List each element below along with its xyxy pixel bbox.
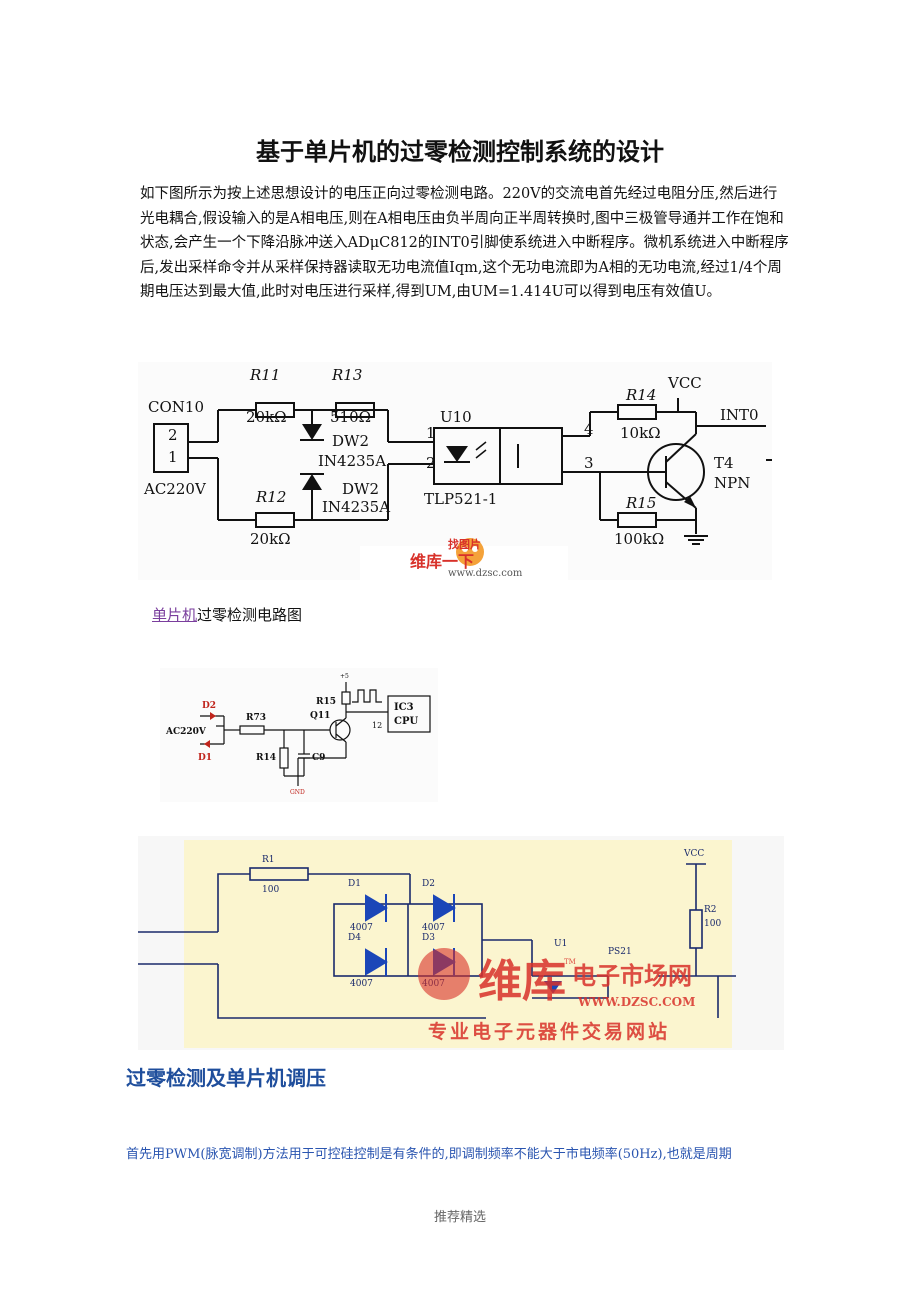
u10-pin3: 3 (584, 454, 594, 472)
section-heading: 过零检测及单片机调压 (126, 1066, 326, 1090)
r1-label: R1 (262, 855, 275, 865)
r12-label: R12 (255, 488, 286, 506)
watermark-url: WWW.DZSC.COM (577, 995, 695, 1009)
fig3-d4-label: D4 (348, 933, 361, 943)
q11-label: Q11 (310, 711, 330, 721)
u10-pin1: 1 (426, 424, 436, 442)
d1-value: 4007 (350, 923, 373, 933)
bridge-opto-circuit-figure: R1 100 D1 D2 D4 D3 4007 4007 4007 4007 U… (138, 836, 784, 1050)
figure-caption: 单片机过零检测电路图 (152, 604, 302, 625)
c9-label: C9 (312, 753, 325, 763)
d4-value: 4007 (350, 979, 373, 989)
con10-label: CON10 (148, 398, 204, 416)
dw2-a-part: IN4235A (318, 452, 386, 470)
zero-cross-circuit-figure: CON10 2 1 AC220V R11 20kΩ R12 20kΩ R13 5… (138, 362, 772, 580)
r14-label: R14 (625, 386, 656, 404)
mcu-link[interactable]: 单片机 (152, 606, 198, 624)
ic3-label: IC3 (394, 702, 414, 713)
fig3-d3-label: D3 (422, 933, 435, 943)
dzsc-market-watermark: 维库 电子市场网 TM WWW.DZSC.COM 专业电子元器件交易网站 (418, 948, 695, 1043)
watermark-top-text: 找图片 (448, 537, 481, 551)
watermark-market: 电子市场网 (572, 961, 692, 990)
r13-value: 510Ω (330, 408, 371, 426)
fig3-d1-label: D1 (348, 879, 361, 889)
pin1-label: 1 (168, 448, 178, 466)
u10-label: U10 (440, 408, 472, 426)
plus5-label: +5 (340, 673, 349, 680)
section-paragraph: 首先用PWM(脉宽调制)方法用于可控硅控制是有条件的,即调制频率不能大于市电频率… (126, 1147, 732, 1162)
pin12-label: 12 (372, 721, 382, 730)
npn-label: NPN (714, 474, 750, 492)
cpu-zero-cross-schematic: D2 AC220V D1 R73 R14 C9 R15 Q11 IC3 CPU … (160, 668, 438, 802)
dw2-b-label: DW2 (342, 480, 379, 498)
dzsc-watermark-logo: 找图片 维库一下 www.dzsc.com (360, 537, 568, 580)
r15-small-label: R15 (316, 697, 336, 707)
r12-value: 20kΩ (250, 530, 291, 548)
d2-label: D2 (202, 701, 216, 711)
u10-pin4: 4 (584, 420, 594, 438)
r11-label: R11 (249, 366, 280, 384)
intro-paragraph: 如下图所示为按上述思想设计的电压正向过零检测电路。220V的交流电首先经过电阻分… (140, 186, 789, 300)
dw2-a-label: DW2 (332, 432, 369, 450)
tlp521-label: TLP521-1 (424, 490, 497, 508)
page-footer: 推荐精选 (433, 1210, 486, 1225)
r1-value: 100 (262, 885, 279, 895)
r2-value: 100 (704, 919, 721, 929)
watermark-brand: 维库 (478, 956, 566, 1007)
fig3-vcc-label: VCC (683, 849, 704, 859)
watermark-main-text: 维库一下 (410, 552, 474, 571)
d1-label: D1 (198, 753, 212, 763)
ac220v-label: AC220V (143, 480, 207, 498)
int0-label: INT0 (720, 406, 759, 424)
r11-value: 20kΩ (246, 408, 287, 426)
d2-value: 4007 (422, 923, 445, 933)
dw2-b-part: IN4235A (322, 498, 390, 516)
watermark-url-text: www.dzsc.com (448, 568, 523, 579)
pin2-label: 2 (168, 426, 178, 444)
watermark-slogan: 专业电子元器件交易网站 (428, 1020, 670, 1043)
r13-label: R13 (331, 366, 362, 384)
cpu-label: CPU (394, 716, 418, 727)
r73-label: R73 (246, 713, 266, 723)
ps21-label: PS21 (608, 947, 632, 957)
r14-small-label: R14 (256, 753, 276, 763)
r15-label: R15 (625, 494, 656, 512)
vcc-label: VCC (667, 374, 702, 392)
watermark-tm: TM (564, 958, 576, 966)
caption-text: 过零检测电路图 (197, 606, 303, 624)
r15-value: 100kΩ (614, 530, 664, 548)
u10-pin2: 2 (426, 454, 436, 472)
gnd-label: GND (290, 789, 305, 796)
fig3-d2-label: D2 (422, 879, 435, 889)
ac220v-small-label: AC220V (165, 727, 207, 737)
r2-label: R2 (704, 905, 717, 915)
t4-label: T4 (714, 454, 734, 472)
u1-label: U1 (554, 939, 567, 949)
r14-value: 10kΩ (620, 424, 661, 442)
document-title: 基于单片机的过零检测控制系统的设计 (256, 138, 664, 166)
